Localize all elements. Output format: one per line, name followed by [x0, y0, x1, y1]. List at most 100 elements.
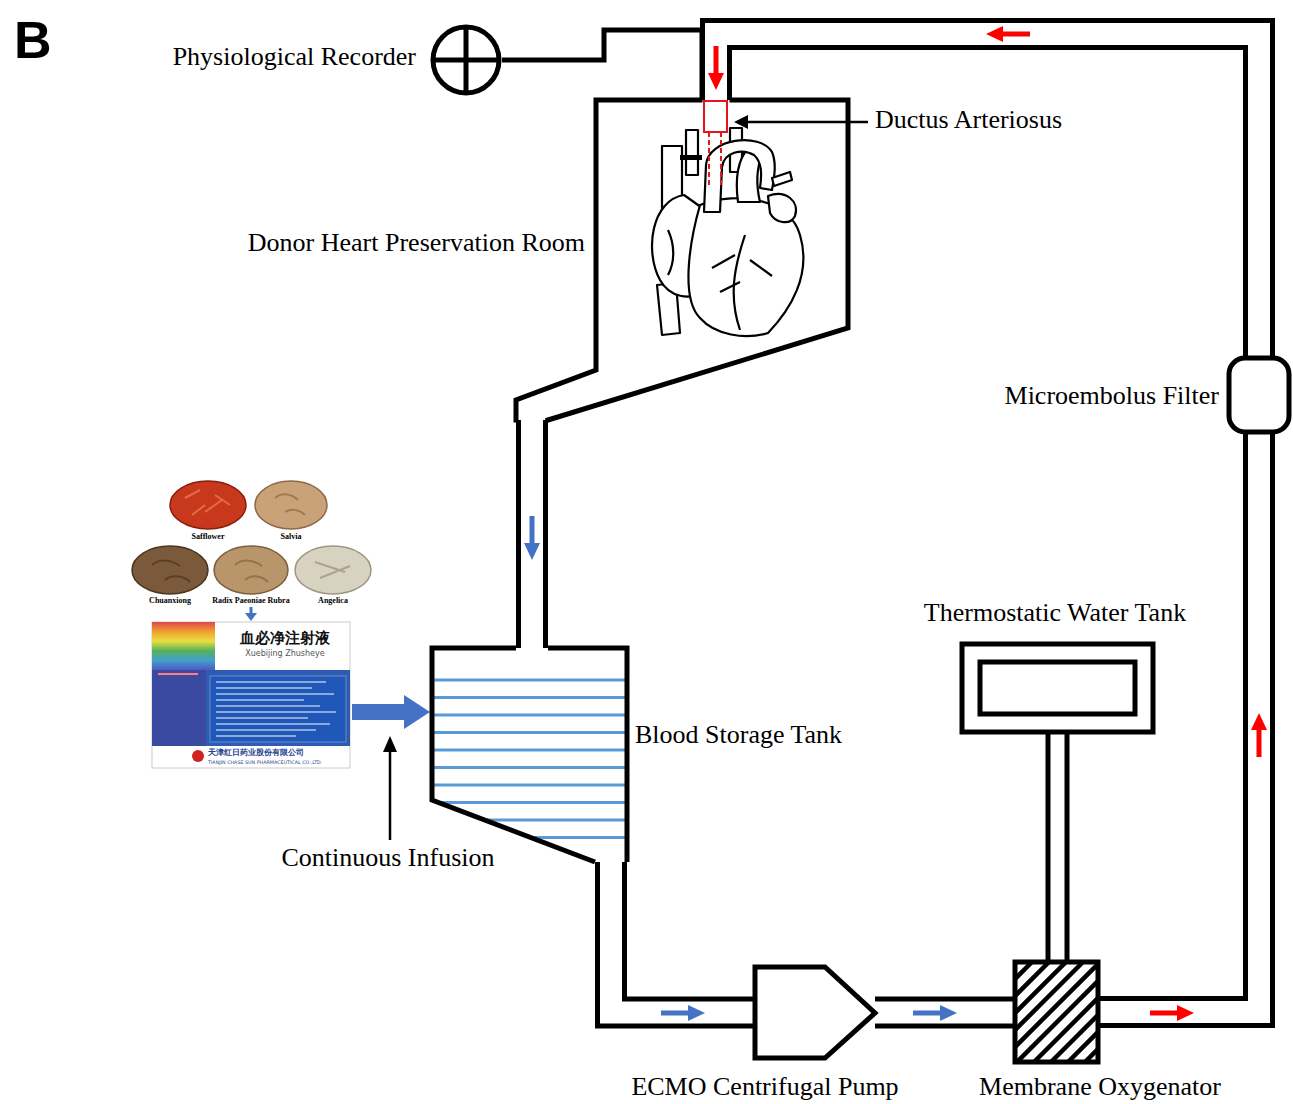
illustration-part — [1015, 962, 1098, 1062]
node-label: ECMO Centrifugal Pump — [631, 1074, 898, 1100]
callout-label: Ductus Arteriosus — [875, 107, 1062, 133]
illustration-part — [152, 561, 190, 582]
recorder-symbol-outline — [430, 24, 502, 96]
illustration-part — [1015, 962, 1098, 1062]
flow-arrow — [1251, 713, 1267, 757]
tube-wall — [716, 34, 1259, 358]
signal-wire — [502, 30, 702, 100]
herb-label: Radix Paeoniae Rubra — [212, 597, 289, 605]
herb-photo — [255, 481, 327, 529]
illustration-part — [433, 27, 499, 93]
oxygenator-symbol: Membrane Oxygenator — [1015, 962, 1098, 1062]
illustration-part — [962, 644, 1153, 732]
flow-arrow — [913, 1005, 957, 1021]
recorder-symbol: Physiological Recorder — [430, 24, 502, 96]
illustration-part — [192, 750, 204, 762]
herb-photo — [214, 546, 288, 594]
water-tank-outline — [962, 644, 1153, 732]
filter-symbol-outline — [1229, 358, 1289, 432]
illustration-part — [216, 687, 312, 688]
illustration-part — [1015, 962, 1066, 1062]
flow-arrow — [708, 46, 724, 90]
node-label: TIANJIN CHASE SUN PHARMACEUTICAL CO.,LTD… — [208, 761, 322, 766]
illustration-part — [432, 680, 627, 838]
preservation-room: Donor Heart Preservation Room — [596, 100, 848, 430]
illustration-part — [185, 490, 230, 515]
node-label: Xuebijing Zhusheye — [245, 650, 324, 658]
illustration-part — [235, 561, 268, 582]
illustration-part — [432, 784, 627, 787]
ductus-arteriosus — [709, 132, 721, 186]
node-label: Thermostatic Water Tank — [924, 600, 1186, 626]
tube-lumen — [611, 862, 755, 1013]
leader-line — [389, 750, 392, 840]
flow-arrow — [250, 607, 253, 614]
tube-wall — [1046, 732, 1070, 962]
flow-arrow — [1150, 1005, 1194, 1021]
illustration-part — [216, 693, 334, 694]
callout-label: Continuous Infusion — [281, 845, 494, 871]
illustration-part — [768, 194, 796, 222]
tube-lumen — [875, 1002, 1015, 1024]
herb-photo — [132, 546, 208, 594]
water-tube — [1057, 732, 1058, 962]
blood-tube — [875, 1005, 1015, 1021]
pump-symbol-outline — [755, 967, 875, 1058]
blood-tube — [524, 420, 540, 648]
panel-letter: B — [14, 14, 52, 66]
arrow-shaft — [352, 704, 404, 720]
arrow-head — [404, 695, 430, 729]
illustration-part — [432, 749, 627, 752]
node-label: Donor Heart Preservation Room — [248, 230, 585, 256]
herb-texture — [152, 490, 350, 582]
ductus-arteriosus — [704, 101, 727, 132]
illustration-part — [216, 723, 330, 724]
connection-bar — [680, 155, 702, 160]
tube-lumen — [521, 420, 543, 648]
oxygenator-symbol-outline — [1015, 962, 1098, 1062]
illustration-part — [216, 681, 326, 682]
illustration-part — [152, 670, 206, 746]
tube-wall — [611, 862, 755, 1013]
flow-arrow — [245, 613, 257, 621]
illustration-part — [152, 622, 350, 768]
illustration-part — [216, 735, 296, 736]
node-label: Physiological Recorder — [173, 44, 416, 70]
tube-lumen — [1051, 732, 1065, 962]
illustration-part — [686, 130, 698, 175]
tube-wall — [875, 997, 1015, 1029]
illustration-part — [1229, 358, 1289, 432]
illustration-part — [772, 172, 792, 186]
illustration-part — [275, 494, 305, 515]
leader-arrowhead — [734, 115, 748, 129]
tube-lumen — [716, 34, 1259, 358]
illustration-part — [152, 622, 215, 670]
signal-wire — [502, 30, 702, 100]
illustration-part — [1051, 962, 1098, 1062]
illustration-part — [216, 717, 308, 718]
illustration-part — [315, 562, 350, 578]
node-label: 血必净注射液 — [240, 631, 330, 646]
heart-illustration — [652, 128, 803, 336]
blood-tube — [708, 26, 1259, 358]
herb-label: Angelica — [318, 597, 348, 605]
illustration-part — [158, 673, 198, 675]
node-label: Membrane Oxygenator — [979, 1074, 1221, 1100]
illustration-part — [980, 662, 1135, 714]
illustration-part — [432, 766, 627, 769]
node-label: Blood Storage Tank — [635, 722, 842, 748]
drug-package: 血必净注射液Xuebijing Zhusheye天津红日药业股份有限公司TIAN… — [152, 622, 350, 768]
herb-photo — [170, 481, 246, 529]
herb-photo — [295, 546, 371, 594]
illustration-part — [432, 819, 627, 822]
illustration-part — [216, 699, 304, 700]
illustration-part — [216, 711, 336, 712]
herb-label: Salvia — [281, 533, 302, 541]
illustration-part — [432, 714, 627, 717]
illustration-part — [432, 801, 627, 804]
infusion-arrow — [352, 695, 430, 729]
illustration-part — [152, 670, 350, 746]
